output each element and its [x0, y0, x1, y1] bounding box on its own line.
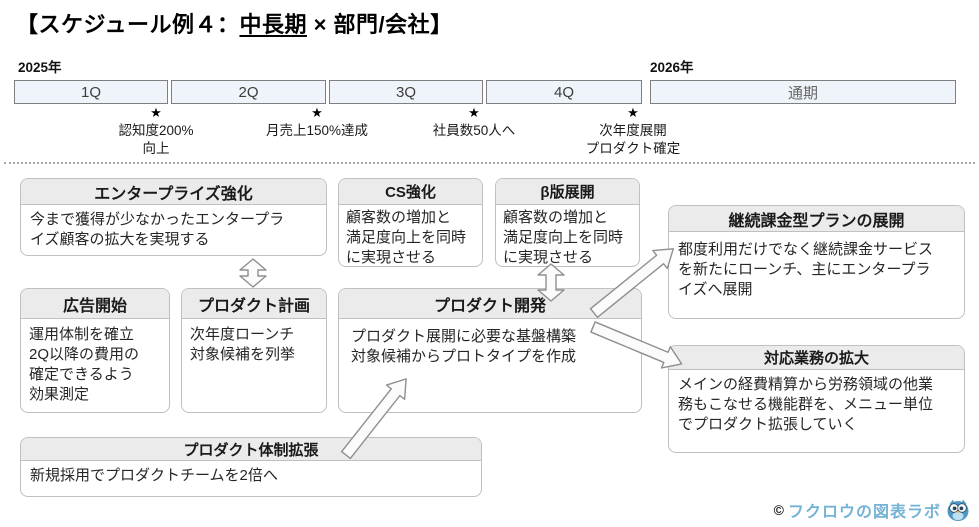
- year-label-2025: 2025年: [18, 60, 62, 75]
- timeline-cell-fullyear: 通期: [650, 80, 956, 104]
- star-icon: ★: [468, 105, 480, 120]
- milestone-label: 次年度展開 プロダクト確定: [585, 123, 681, 156]
- card-business-expansion-title: 対応業務の拡大: [669, 346, 964, 370]
- brand-name: フクロウの図表ラボ: [787, 504, 941, 521]
- page-title-suffix: × 部門/会社】: [306, 12, 453, 37]
- timeline-cell-4q: 4Q: [486, 80, 642, 104]
- star-icon: ★: [150, 105, 162, 120]
- card-product-dev-body: プロダクト展開に必要な基盤構築 対象候補からプロトタイプを作成: [351, 328, 577, 365]
- milestone-label: 認知度200% 向上: [118, 123, 194, 156]
- card-beta-body: 顧客数の増加と 満足度向上を同時 に実現させる: [503, 209, 624, 266]
- copyright-symbol: ©: [773, 502, 784, 518]
- milestone-headcount: ★ 社員数50人へ: [384, 105, 564, 140]
- card-subscription-body: 都度利用だけでなく継続課金サービス を新たにローンチ、主にエンタープラ イズへ展…: [678, 241, 934, 298]
- card-product-plan-title: プロダクト計画: [182, 289, 326, 319]
- card-cs: CS強化 顧客数の増加と 満足度向上を同時 に実現させる: [338, 178, 483, 267]
- card-cs-title: CS強化: [339, 179, 482, 205]
- card-business-expansion: 対応業務の拡大 メインの経費精算から労務領域の他業 務もこなせる機能群を、メニュ…: [668, 345, 965, 453]
- card-ads: 広告開始 運用体制を確立 2Q以降の費用の 確定できるよう 効果測定: [20, 288, 170, 413]
- star-icon: ★: [627, 105, 639, 120]
- card-beta: β版展開 顧客数の増加と 満足度向上を同時 に実現させる: [495, 178, 640, 267]
- footer-credit: © フクロウの図表ラボ: [774, 498, 971, 522]
- card-product-plan-body: 次年度ローンチ 対象候補を列挙: [190, 326, 296, 363]
- timeline-cell-1q: 1Q: [14, 80, 168, 104]
- owl-icon: [947, 499, 969, 521]
- card-enterprise: エンタープライズ強化 今まで獲得が少なかったエンタープラ イズ顧客の拡大を実現す…: [20, 178, 327, 256]
- star-icon: ★: [311, 105, 323, 120]
- card-business-expansion-body: メインの経費精算から労務領域の他業 務もこなせる機能群を、メニュー単位 でプロダ…: [678, 376, 934, 433]
- card-beta-title: β版展開: [496, 179, 639, 205]
- card-subscription: 継続課金型プランの展開 都度利用だけでなく継続課金サービス を新たにローンチ、主…: [668, 205, 965, 319]
- page-title-underlined-term: 中長期: [239, 12, 307, 37]
- card-team-expansion-title: プロダクト体制拡張: [21, 438, 481, 461]
- card-ads-body: 運用体制を確立 2Q以降の費用の 確定できるよう 効果測定: [29, 326, 140, 403]
- card-cs-body: 顧客数の増加と 満足度向上を同時 に実現させる: [346, 209, 467, 266]
- milestone-awareness: ★ 認知度200% 向上: [66, 105, 246, 157]
- timeline-cell-2q: 2Q: [171, 80, 326, 104]
- card-enterprise-title: エンタープライズ強化: [21, 179, 326, 205]
- card-product-plan: プロダクト計画 次年度ローンチ 対象候補を列挙: [181, 288, 327, 413]
- card-ads-title: 広告開始: [21, 289, 169, 319]
- page-title: 【スケジュール例４：中長期 × 部門/会社】: [16, 7, 453, 39]
- card-product-dev: プロダクト開発 プロダクト展開に必要な基盤構築 対象候補からプロトタイプを作成: [338, 288, 642, 413]
- year-label-2026: 2026年: [650, 60, 694, 75]
- dotted-separator: [4, 162, 975, 164]
- card-team-expansion-body: 新規採用でプロダクトチームを2倍へ: [30, 467, 278, 484]
- double-arrow-enterprise-plan: [239, 258, 267, 288]
- timeline-cell-3q: 3Q: [329, 80, 483, 104]
- milestone-label: 社員数50人へ: [432, 123, 516, 139]
- milestone-next-year-product: ★ 次年度展開 プロダクト確定: [543, 105, 723, 157]
- card-enterprise-body: 今まで獲得が少なかったエンタープラ イズ顧客の拡大を実現する: [30, 211, 285, 248]
- card-subscription-title: 継続課金型プランの展開: [669, 206, 964, 232]
- card-team-expansion: プロダクト体制拡張 新規採用でプロダクトチームを2倍へ: [20, 437, 482, 497]
- milestone-label: 月売上150%達成: [265, 123, 369, 139]
- page-title-prefix: 【スケジュール例４：: [16, 12, 240, 37]
- card-product-dev-title: プロダクト開発: [339, 289, 641, 319]
- milestone-sales: ★ 月売上150%達成: [227, 105, 407, 140]
